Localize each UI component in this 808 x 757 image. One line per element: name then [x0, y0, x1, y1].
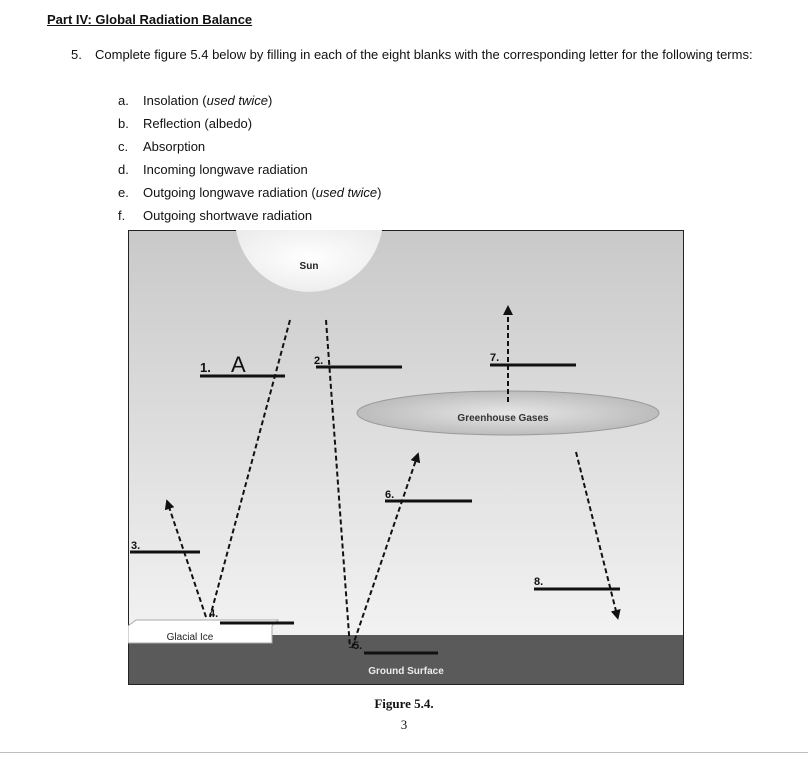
blank-number: 5.	[353, 640, 362, 652]
blank-8: 8.	[534, 576, 620, 591]
term-c: c. Absorption	[118, 135, 382, 158]
figure-5-4-diagram: Sun Greenhouse Gases Glacial Ice Ground …	[128, 230, 684, 685]
blank-5: 5.	[353, 640, 438, 655]
term-note: used twice	[206, 93, 269, 108]
section-heading: Part IV: Global Radiation Balance	[47, 12, 253, 27]
term-b: b. Reflection (albedo)	[118, 112, 382, 135]
blank-answer: A	[231, 352, 246, 377]
insolation-arrow-left	[209, 319, 291, 618]
term-letter: e.	[118, 185, 129, 200]
sun-label: Sun	[300, 261, 319, 272]
blank-1: 1. A	[200, 352, 285, 378]
outgoing-longwave-arrow-ground	[351, 452, 421, 649]
term-text: Reflection (albedo)	[143, 116, 253, 131]
blank-6: 6.	[385, 489, 472, 503]
sky-background	[128, 230, 684, 635]
blank-4: 4.	[209, 608, 294, 625]
term-letter: c.	[118, 139, 129, 154]
insolation-arrow-center	[325, 319, 351, 649]
blank-3: 3.	[130, 540, 200, 554]
term-text: Outgoing shortwave radiation	[143, 208, 313, 223]
term-a: a. Insolation (used twice)	[118, 89, 382, 112]
glacial-ice-block	[128, 619, 280, 644]
blank-number: 6.	[385, 489, 394, 501]
sun-icon	[236, 230, 382, 292]
term-close: )	[377, 185, 382, 200]
page-divider	[0, 752, 808, 753]
question-5: 5. Complete figure 5.4 below by filling …	[71, 43, 761, 66]
blank-number: 4.	[209, 608, 218, 620]
blank-number: 7.	[490, 352, 499, 364]
reflection-arrow	[164, 499, 207, 618]
term-d: d. Incoming longwave radiation	[118, 158, 382, 181]
term-f: f. Outgoing shortwave radiation	[118, 204, 382, 227]
page-number: 3	[400, 717, 408, 732]
question-number: 5.	[71, 47, 82, 62]
blank-7: 7.	[490, 352, 576, 367]
glacial-ice-label: Glacial Ice	[167, 632, 214, 643]
term-e: e. Outgoing longwave radiation (used twic…	[118, 181, 382, 204]
term-letter: d.	[118, 162, 129, 177]
figure-border	[128, 230, 684, 685]
term-text: Outgoing longwave radiation (	[143, 185, 316, 200]
term-close: )	[268, 93, 273, 108]
terms-list: a.Insolation (used twice) b.Reflection (…	[118, 89, 382, 227]
greenhouse-gases-label: Greenhouse Gases	[457, 413, 549, 424]
question-text: Complete figure 5.4 below by filling in …	[95, 47, 753, 62]
term-letter: b.	[118, 116, 129, 131]
blank-number: 1.	[200, 360, 211, 375]
term-letter: a.	[118, 93, 129, 108]
blank-number: 3.	[131, 540, 140, 552]
blank-number: 8.	[534, 576, 543, 588]
figure-caption: Figure 5.4.	[374, 696, 434, 711]
term-text: Insolation (	[143, 93, 207, 108]
ground-surface-label: Ground Surface	[368, 666, 444, 677]
blank-2: 2.	[314, 355, 402, 369]
term-text: Incoming longwave radiation	[143, 162, 308, 177]
term-note: used twice	[315, 185, 378, 200]
term-text: Absorption	[143, 139, 206, 154]
term-letter: f.	[118, 208, 126, 223]
blank-number: 2.	[314, 355, 323, 367]
